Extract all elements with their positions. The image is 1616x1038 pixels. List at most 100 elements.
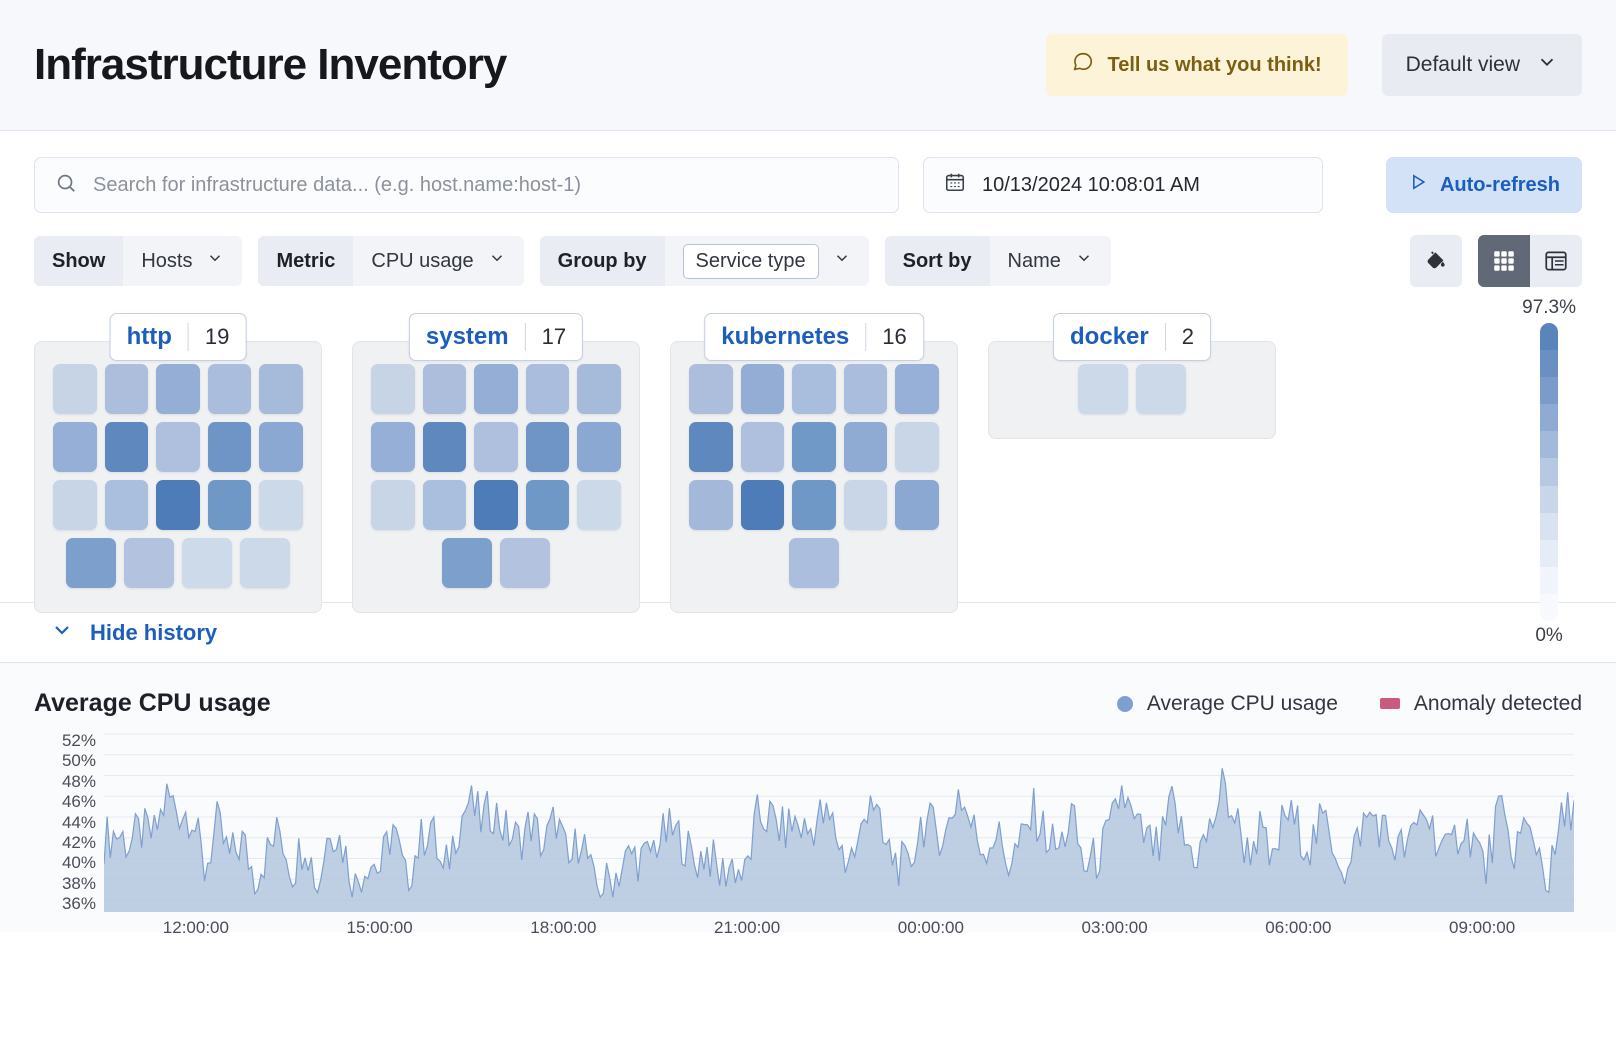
scale-band — [1540, 539, 1559, 567]
y-tick-label: 52% — [61, 731, 96, 750]
host-tile[interactable] — [895, 422, 939, 472]
filter-show-value[interactable]: Hosts — [123, 236, 243, 286]
chevron-down-icon — [206, 249, 224, 273]
host-tile[interactable] — [792, 422, 836, 472]
filter-group-by-value-text: Service type — [682, 243, 819, 279]
host-tile[interactable] — [104, 364, 149, 414]
host-tile[interactable] — [843, 364, 888, 414]
search-input[interactable]: Search for infrastructure data... (e.g. … — [34, 157, 899, 213]
badge-separator — [187, 323, 189, 351]
chevron-down-icon — [50, 618, 74, 648]
filter-sort-by-value[interactable]: Name — [989, 236, 1111, 286]
host-tile[interactable] — [740, 422, 785, 472]
host-tile[interactable] — [53, 480, 97, 530]
host-tile[interactable] — [689, 364, 733, 414]
host-tile[interactable] — [422, 364, 467, 414]
legend-marker-square — [1379, 698, 1400, 709]
host-tile[interactable] — [66, 538, 116, 588]
host-tile[interactable] — [474, 364, 518, 414]
scale-band — [1540, 458, 1559, 486]
host-tile[interactable] — [577, 480, 621, 530]
host-tile[interactable] — [259, 364, 303, 414]
host-tile[interactable] — [525, 480, 570, 530]
host-tile[interactable] — [689, 480, 733, 530]
group-name[interactable]: docker — [1070, 323, 1149, 350]
feedback-button[interactable]: Tell us what you think! — [1045, 34, 1348, 96]
host-tile[interactable] — [422, 422, 467, 472]
host-tile[interactable] — [442, 538, 492, 588]
page-title: Infrastructure Inventory — [34, 40, 507, 89]
host-tile[interactable] — [53, 364, 97, 414]
filter-metric-value[interactable]: CPU usage — [353, 236, 524, 286]
y-tick-label: 36% — [61, 894, 96, 913]
host-tile[interactable] — [259, 422, 303, 472]
host-tile[interactable] — [156, 364, 200, 414]
chart-header: Average CPU usage Average CPU usage Anom… — [34, 689, 1582, 718]
x-tick-label: 21:00:00 — [714, 918, 781, 937]
host-tile[interactable] — [240, 538, 290, 588]
host-tile[interactable] — [474, 480, 518, 530]
chevron-down-icon — [1536, 51, 1558, 79]
view-selector-button[interactable]: Default view — [1381, 34, 1582, 96]
auto-refresh-button[interactable]: Auto-refresh — [1386, 157, 1582, 213]
host-tile[interactable] — [474, 422, 518, 472]
host-tile[interactable] — [895, 364, 939, 414]
group-badge[interactable]: kubernetes 16 — [704, 313, 924, 361]
host-tile[interactable] — [1078, 364, 1128, 414]
host-tile[interactable] — [525, 364, 570, 414]
host-tile[interactable] — [577, 422, 621, 472]
host-tile[interactable] — [792, 480, 836, 530]
date-picker[interactable]: 10/13/2024 10:08:01 AM — [923, 157, 1323, 213]
filter-show: Show Hosts — [34, 236, 243, 286]
filter-group-by-value[interactable]: Service type — [664, 236, 869, 286]
host-tile[interactable] — [843, 422, 888, 472]
x-tick-label: 12:00:00 — [162, 918, 229, 937]
host-tile[interactable] — [500, 538, 550, 588]
group-name[interactable]: system — [425, 323, 509, 350]
host-tile[interactable] — [740, 480, 785, 530]
host-tile[interactable] — [207, 422, 252, 472]
host-tile[interactable] — [371, 480, 415, 530]
host-tile[interactable] — [789, 538, 839, 588]
y-tick-label: 40% — [61, 853, 96, 873]
host-tile[interactable] — [422, 480, 467, 530]
host-tile[interactable] — [895, 480, 939, 530]
host-tile[interactable] — [740, 364, 785, 414]
grid-view-icon[interactable] — [1478, 235, 1530, 287]
host-tile[interactable] — [104, 480, 149, 530]
host-tile[interactable] — [182, 538, 232, 588]
host-tile[interactable] — [104, 422, 149, 472]
group-name[interactable]: http — [126, 323, 172, 350]
host-tile[interactable] — [259, 480, 303, 530]
filter-metric-value-text: CPU usage — [371, 249, 474, 272]
host-tile[interactable] — [1136, 364, 1186, 414]
group-name[interactable]: kubernetes — [721, 323, 850, 350]
hide-history-toggle[interactable]: Hide history — [0, 603, 1616, 663]
chevron-down-icon — [833, 249, 851, 273]
host-tile[interactable] — [371, 364, 415, 414]
host-tile[interactable] — [525, 422, 570, 472]
host-tile[interactable] — [371, 422, 415, 472]
host-tile[interactable] — [577, 364, 621, 414]
group-count: 16 — [882, 324, 907, 349]
host-tile[interactable] — [207, 480, 252, 530]
host-tile[interactable] — [156, 480, 200, 530]
host-tile[interactable] — [792, 364, 836, 414]
host-tile[interactable] — [124, 538, 174, 588]
host-tile[interactable] — [689, 422, 733, 472]
tile-row — [371, 480, 621, 530]
hide-history-label: Hide history — [90, 619, 218, 645]
area-chart-svg — [104, 732, 1574, 912]
tile-row — [689, 538, 939, 588]
tile-row — [1007, 364, 1257, 414]
paint-bucket-icon[interactable] — [1410, 235, 1462, 287]
host-tile[interactable] — [156, 422, 200, 472]
host-tile[interactable] — [843, 480, 888, 530]
host-tile[interactable] — [207, 364, 252, 414]
host-tile[interactable] — [53, 422, 97, 472]
table-view-icon[interactable] — [1530, 235, 1582, 287]
